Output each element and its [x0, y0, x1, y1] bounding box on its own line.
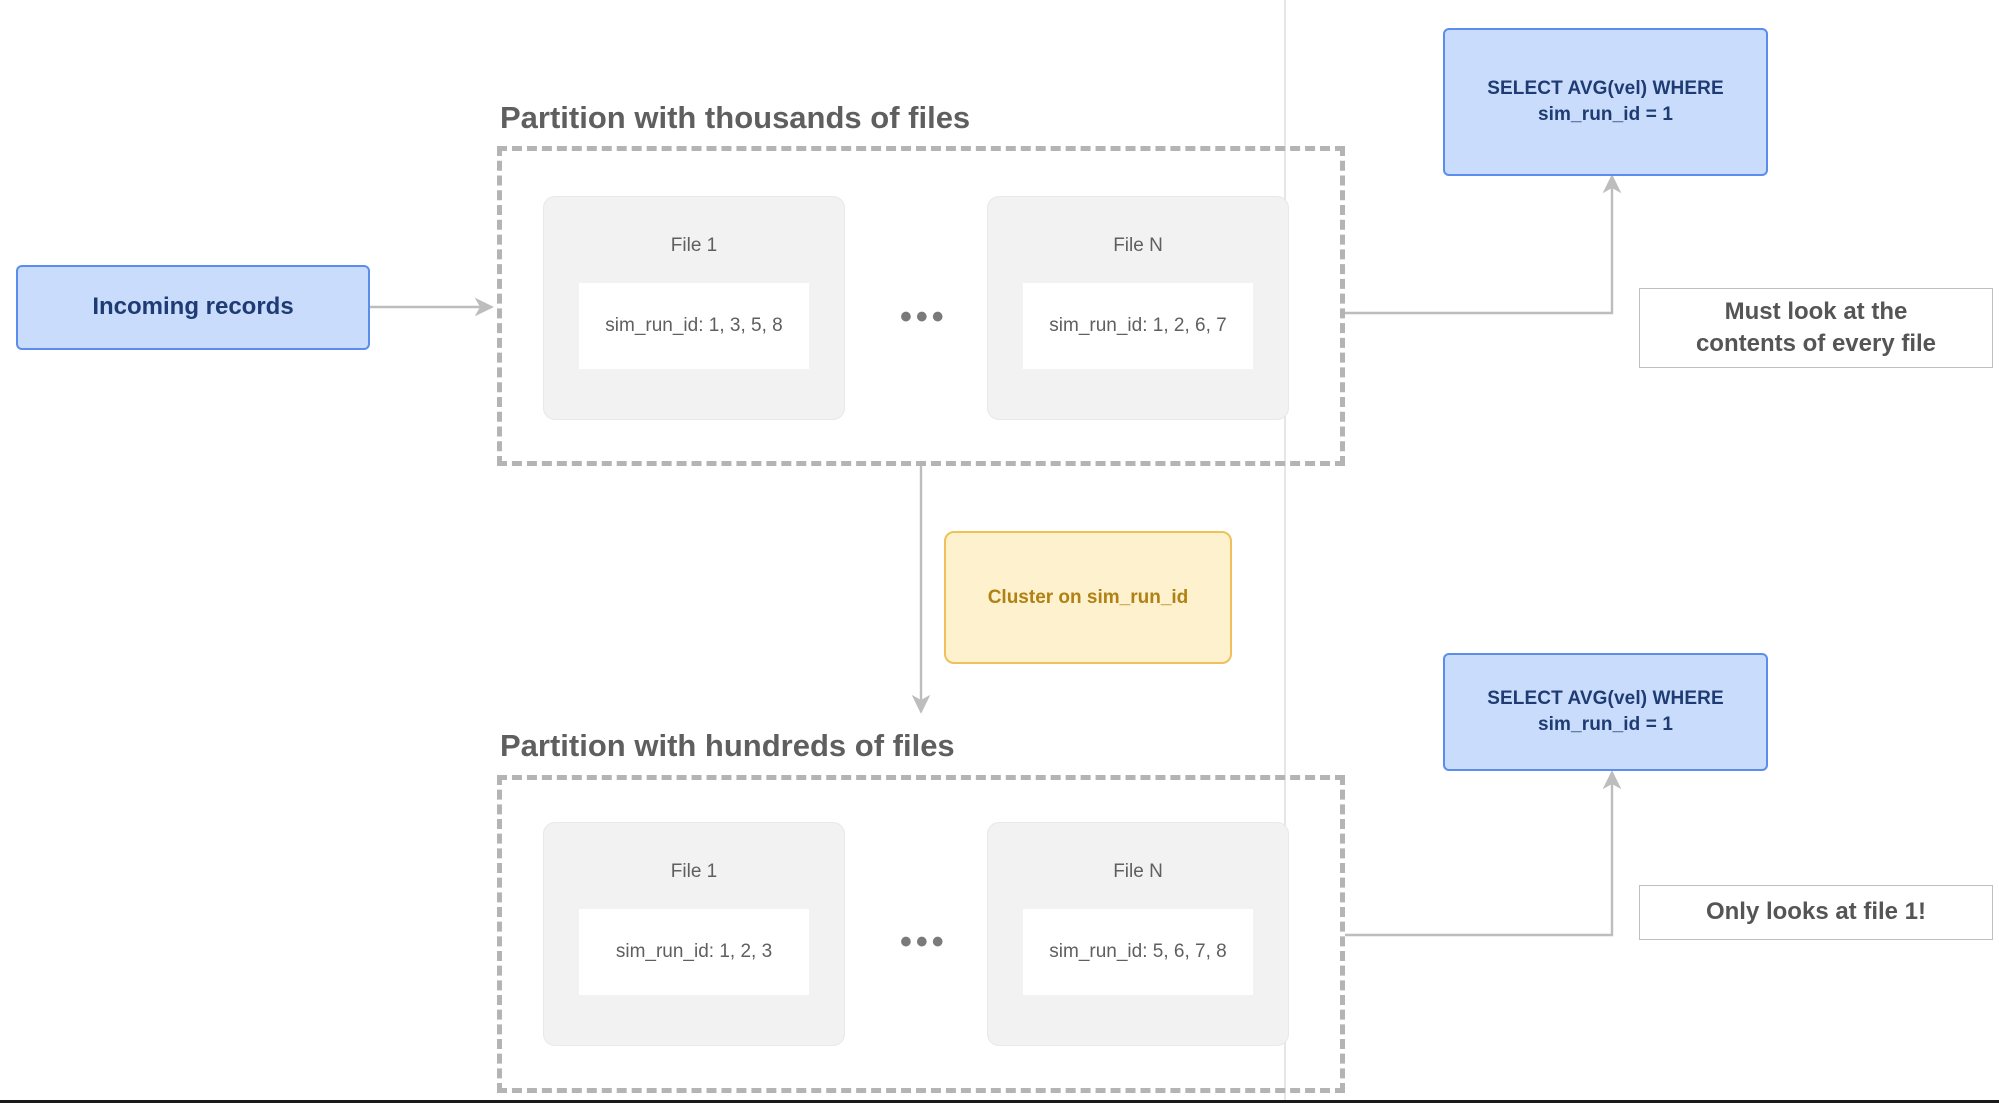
- file-card-top-n[interactable]: File N sim_run_id: 1, 2, 6, 7: [987, 196, 1289, 420]
- query-line-2: sim_run_id = 1: [1538, 104, 1673, 125]
- file-card-title: File 1: [670, 235, 718, 256]
- query-line-1: SELECT AVG(vel) WHERE: [1487, 78, 1724, 100]
- note-box-top: Must look at the contents of every file: [1639, 288, 1993, 368]
- query-box-top[interactable]: SELECT AVG(vel) WHERE sim_run_id = 1: [1443, 28, 1768, 176]
- file-card-bottom-n[interactable]: File N sim_run_id: 5, 6, 7, 8: [987, 822, 1289, 1046]
- partition-title-bottom: Partition with hundreds of files: [500, 728, 955, 763]
- query-line-2: sim_run_id = 1: [1538, 714, 1673, 735]
- incoming-records-label: Incoming records: [92, 293, 294, 321]
- file-card-contents: sim_run_id: 1, 2, 6, 7: [1023, 283, 1253, 369]
- note-box-bottom: Only looks at file 1!: [1639, 885, 1993, 940]
- cluster-transform-box[interactable]: Cluster on sim_run_id: [944, 531, 1232, 664]
- file-card-contents: sim_run_id: 5, 6, 7, 8: [1023, 909, 1253, 995]
- file-card-contents: sim_run_id: 1, 3, 5, 8: [579, 283, 809, 369]
- note-line-2: contents of every file: [1695, 330, 1937, 357]
- file-card-title: File N: [1113, 235, 1163, 256]
- incoming-records-box[interactable]: Incoming records: [16, 265, 370, 350]
- query-line-1: SELECT AVG(vel) WHERE: [1487, 688, 1724, 710]
- arrow-top-partition-to-query: [1345, 174, 1622, 315]
- note-line-1: Only looks at file 1!: [1705, 898, 1927, 926]
- arrow-bottom-partition-to-query: [1345, 770, 1622, 937]
- ellipsis-bottom: •••: [900, 923, 948, 961]
- file-card-title: File 1: [670, 861, 718, 882]
- note-line-1: Must look at the: [1724, 297, 1908, 325]
- query-box-bottom[interactable]: SELECT AVG(vel) WHERE sim_run_id = 1: [1443, 653, 1768, 771]
- file-card-bottom-1[interactable]: File 1 sim_run_id: 1, 2, 3: [543, 822, 845, 1046]
- file-card-top-1[interactable]: File 1 sim_run_id: 1, 3, 5, 8: [543, 196, 845, 420]
- cluster-transform-label: Cluster on sim_run_id: [987, 586, 1189, 608]
- ellipsis-top: •••: [900, 298, 948, 336]
- file-card-contents: sim_run_id: 1, 2, 3: [579, 909, 809, 995]
- partition-clustered: [497, 775, 1345, 1093]
- partition-unclustered: [497, 146, 1345, 466]
- partition-title-top: Partition with thousands of files: [500, 100, 971, 135]
- file-card-title: File N: [1113, 861, 1163, 882]
